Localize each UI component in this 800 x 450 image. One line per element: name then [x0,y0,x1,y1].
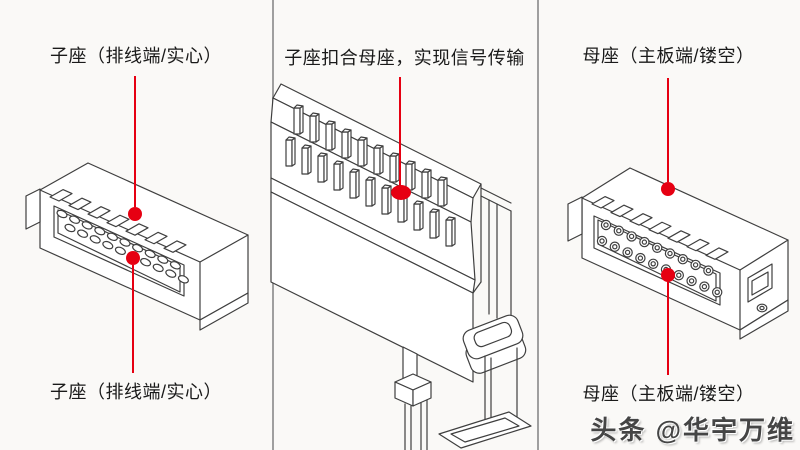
right-panel-bottom-label: 母座（主板端/镂空） [582,384,755,404]
left-connector-dynamic [49,188,189,284]
callout-line-middle [399,77,401,186]
left-connector-drawing [25,162,249,331]
middle-panel-top-label: 子座扣合母座，实现信号传输 [284,48,525,68]
left-panel-bottom-label: 子座（排线端/实心） [49,382,222,402]
right-connector-screw-hole [756,303,768,313]
middle-connector-drawing [270,83,532,450]
left-connector-foot [199,292,249,331]
callout-dot-left-top [128,207,142,221]
callout-line-right-bottom [667,282,669,375]
left-connector-side-tab [25,188,41,230]
middle-latch-loop [462,314,527,374]
callout-line-left-top [134,76,136,207]
callout-line-right-top [667,78,669,182]
right-connector-drawing [567,167,789,340]
middle-front-face [270,191,474,383]
right-panel-top-label: 母座（主板端/镂空） [582,46,755,66]
callout-dot-right-top [661,182,675,196]
right-connector-foot [739,299,789,340]
left-panel-top-label: 子座（排线端/实心） [49,46,222,66]
right-connector-side-tab [567,196,583,242]
callout-dot-left-bottom [126,251,140,265]
callout-line-left-bottom [132,265,134,373]
middle-base-frame [438,411,532,449]
callout-dot-right-bottom [661,268,675,282]
middle-center-post [394,346,432,450]
panel-divider-right [537,0,539,450]
middle-connector-dynamic [285,104,456,247]
watermark: 头条 @华宇万维 [590,415,795,445]
callout-dot-middle [391,185,411,200]
